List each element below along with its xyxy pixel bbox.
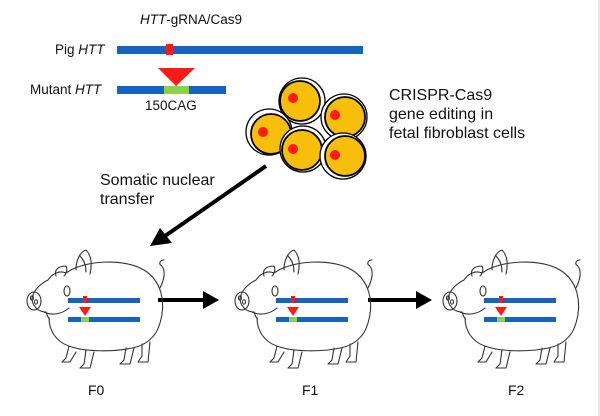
guide-gene-name: HTT xyxy=(140,12,167,27)
mutant-gene: HTT xyxy=(75,82,102,97)
wildtype-gene-bar xyxy=(117,46,363,54)
generation-label: F1 xyxy=(302,382,319,398)
cells-caption: CRISPR-Cas9 gene editing in fetal fibrob… xyxy=(389,86,525,143)
generation-arrow-icon xyxy=(158,291,219,309)
cells-caption-line: fetal fibroblast cells xyxy=(389,125,526,142)
wildtype-prefix: Pig xyxy=(55,42,79,57)
cag-insert xyxy=(497,317,505,322)
guide-suffix: -gRNA/Cas9 xyxy=(166,12,243,27)
generation-arrow-icon xyxy=(368,291,432,309)
cells-caption-line: gene editing in xyxy=(389,106,494,123)
guide-label: HTT-gRNA/Cas9 xyxy=(140,12,242,28)
cells-caption-line: CRISPR-Cas9 xyxy=(389,87,493,104)
mutant-allele-bar xyxy=(68,317,140,322)
wildtype-allele-bar xyxy=(276,298,348,303)
mutant-allele-bar xyxy=(276,317,348,322)
cut-site-marker xyxy=(166,44,173,55)
cag-insert xyxy=(81,317,89,322)
cut-site-marker xyxy=(499,296,503,303)
wildtype-allele-bar xyxy=(484,298,556,303)
insertion-triangle-icon xyxy=(287,307,299,316)
transfer-caption-line: Somatic nuclear xyxy=(100,172,215,189)
cell xyxy=(279,125,327,173)
transfer-caption: Somatic nuclear transfer xyxy=(100,171,215,209)
cut-site-marker xyxy=(83,296,87,303)
cag-insert xyxy=(289,317,297,322)
generation-label: F2 xyxy=(508,382,525,398)
insertion-triangle-icon xyxy=(158,68,195,86)
cell xyxy=(278,77,326,125)
pig-icon xyxy=(234,249,373,369)
pig-icon xyxy=(26,249,165,369)
transfer-arrow-icon xyxy=(150,164,268,246)
frame-edge xyxy=(598,0,600,416)
cag-insert xyxy=(164,86,189,94)
wildtype-gene: HTT xyxy=(78,42,105,57)
insert-label: 150CAG xyxy=(145,98,197,113)
wildtype-allele-bar xyxy=(68,298,140,303)
transfer-caption-line: transfer xyxy=(100,191,155,208)
insertion-triangle-icon xyxy=(79,307,91,316)
pig-icon xyxy=(442,249,581,369)
cut-site-marker xyxy=(291,296,295,303)
wildtype-label: Pig HTT xyxy=(55,42,105,58)
mutant-allele-bar xyxy=(484,317,556,322)
insertion-triangle-icon xyxy=(495,307,507,316)
generation-label: F0 xyxy=(88,382,105,398)
cell xyxy=(319,132,367,180)
mutant-label: Mutant HTT xyxy=(30,82,101,98)
mutant-prefix: Mutant xyxy=(30,82,76,97)
